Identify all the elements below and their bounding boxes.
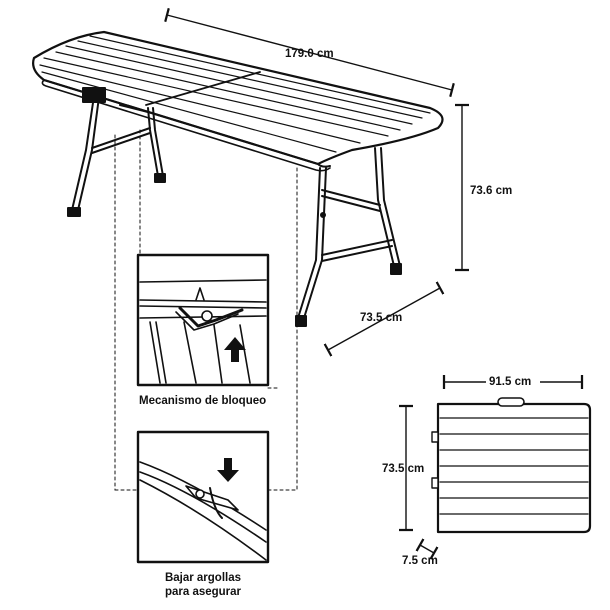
rings-caption: Bajar argollas para asegurar <box>138 571 268 599</box>
folded-depth-label: 73.5 cm <box>382 463 424 475</box>
depth-dimension-line <box>323 281 445 357</box>
ring-detail <box>136 430 270 564</box>
down-arrow-icon <box>217 458 239 482</box>
up-arrow-icon <box>224 337 246 362</box>
dimension-lines <box>164 7 469 357</box>
folded-table <box>431 397 592 534</box>
folded-width-label: 91.5 cm <box>489 376 531 388</box>
folded-thickness-label: 7.5 cm <box>402 555 438 567</box>
length-label: 179.0 cm <box>285 48 334 60</box>
callout-guides <box>114 129 298 491</box>
right-legs <box>295 147 402 327</box>
rings-caption-line2: para asegurar <box>164 586 242 598</box>
height-label: 73.6 cm <box>470 185 512 197</box>
lock-mechanism-caption: Mecanismo de bloqueo <box>139 395 266 407</box>
depth-label: 73.5 cm <box>360 312 402 324</box>
rings-caption-line1: Bajar argollas <box>164 572 242 584</box>
table-illustration <box>32 30 444 491</box>
lock-mechanism-detail <box>136 253 270 387</box>
length-dimension-line <box>164 7 455 98</box>
folded-thickness-line <box>415 538 439 560</box>
